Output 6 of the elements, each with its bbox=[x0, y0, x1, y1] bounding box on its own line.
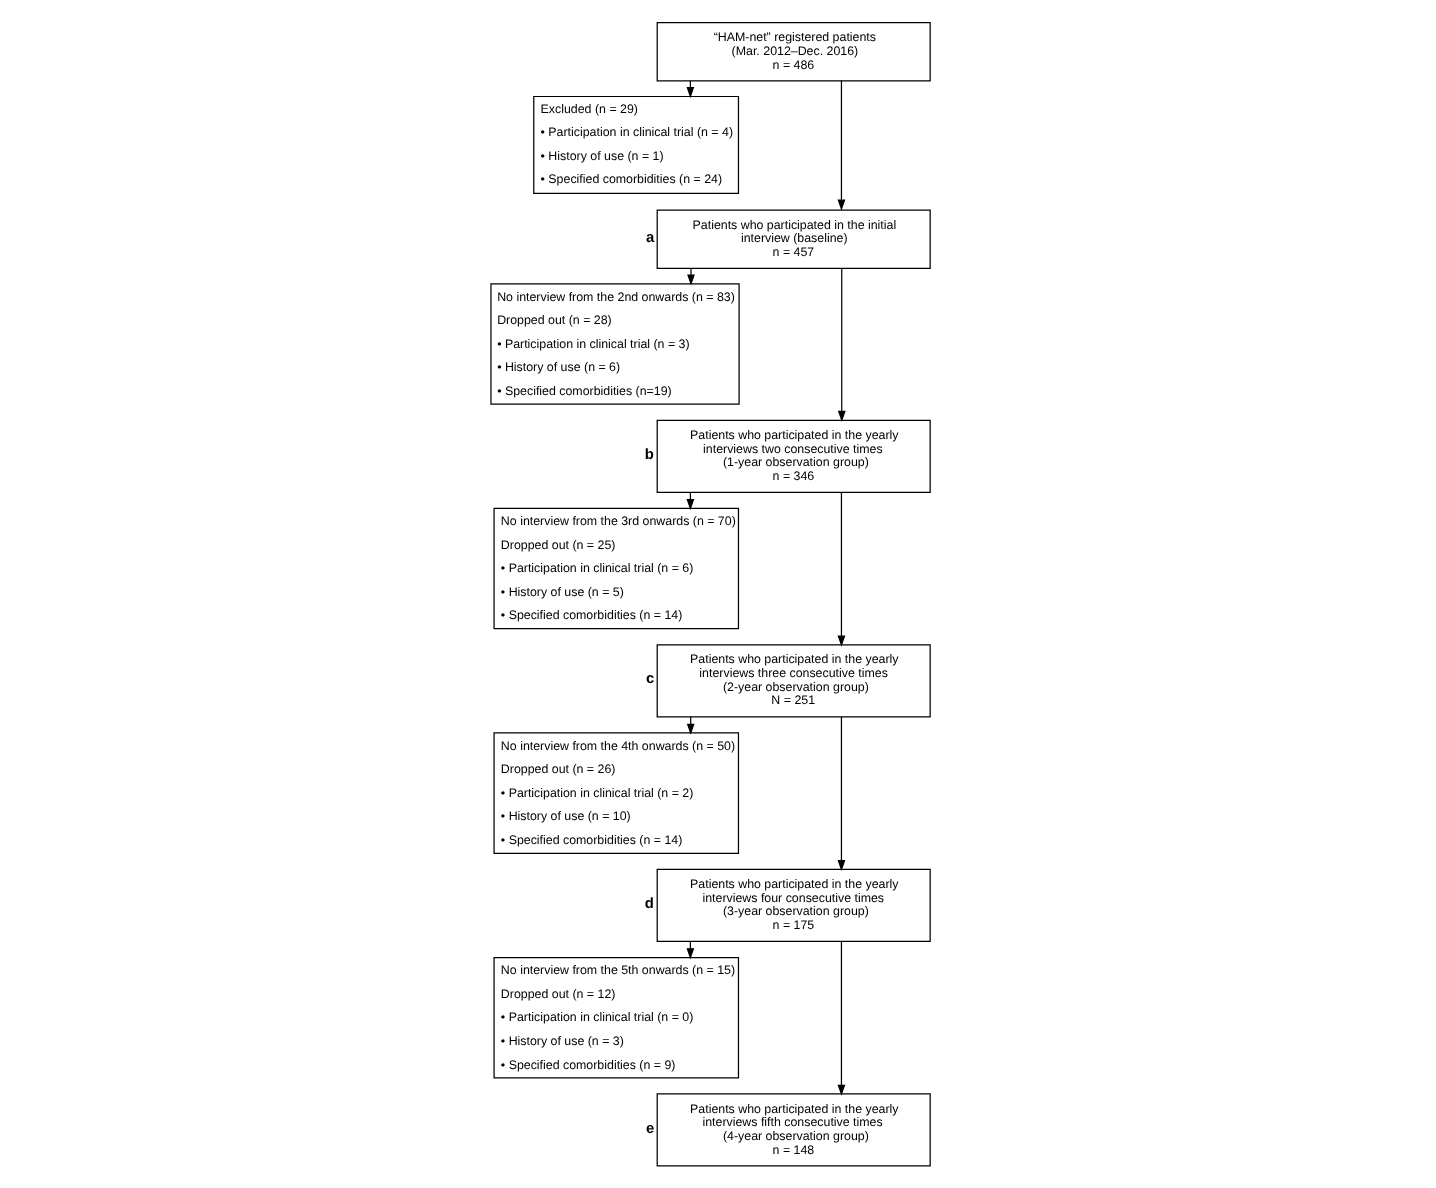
arrow bbox=[837, 716, 846, 872]
arrow bbox=[837, 491, 846, 647]
arrow bbox=[837, 79, 846, 211]
arrow bbox=[837, 267, 846, 423]
arrow bbox=[687, 267, 695, 286]
arrow bbox=[837, 940, 846, 1096]
